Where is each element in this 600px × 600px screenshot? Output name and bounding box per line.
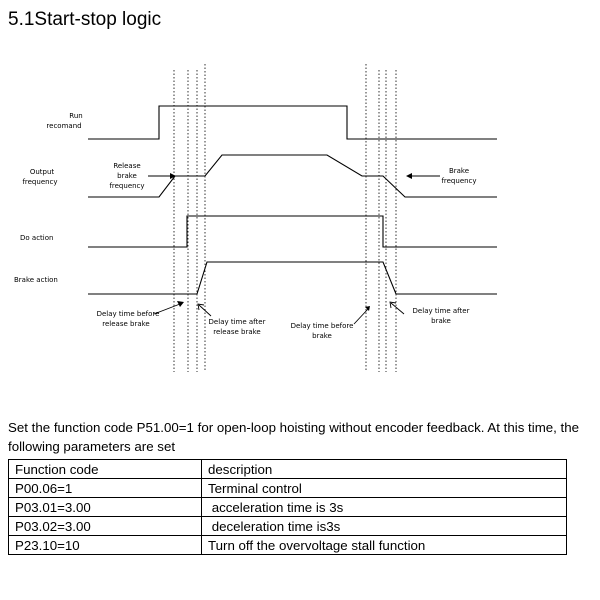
function-code-cell: P23.10=10 [8, 535, 202, 555]
delay-after-release-label: Delay time after [209, 318, 266, 326]
intro-paragraph: Set the function code P51.00=1 for open-… [8, 420, 580, 454]
function-code-cell: P03.01=3.00 [8, 497, 202, 517]
parameter-table: Function code description P00.06=1 Termi… [8, 459, 567, 555]
delay-after-brake-arrow [389, 301, 405, 315]
delay-before-release-arrow [153, 301, 184, 315]
release-brake-frequency-label: frequency [109, 182, 144, 190]
brake-action-signal [88, 261, 497, 295]
delay-after-brake-label: brake [431, 317, 451, 325]
table-row: P00.06=1 Terminal control [8, 478, 567, 498]
function-code-cell: P00.06=1 [8, 478, 202, 498]
delay-after-release-arrow [197, 303, 212, 317]
header-function-code: Function code [8, 459, 202, 479]
section-heading: 5.1Start-stop logic [8, 9, 162, 30]
description-cell: Terminal control [201, 478, 567, 498]
brake-frequency-arrow [406, 173, 440, 179]
table-row: P03.02=3.00 deceleration time is3s [8, 516, 567, 536]
delay-after-brake-label: Delay time after [413, 307, 470, 315]
brake-frequency-label: Brake [449, 167, 469, 175]
delay-before-brake-label: brake [312, 332, 332, 340]
delay-before-brake-label: Delay time before [291, 322, 354, 330]
table-row: P23.10=10 Turn off the overvoltage stall… [8, 535, 567, 555]
delay-after-release-label: release brake [213, 328, 260, 336]
release-brake-frequency-arrow [148, 173, 176, 179]
do-action-label: Do action [20, 234, 53, 242]
description-cell: deceleration time is3s [201, 516, 567, 536]
delay-before-release-label: Delay time before [97, 310, 160, 318]
description-cell: Turn off the overvoltage stall function [201, 535, 567, 555]
description-cell: acceleration time is 3s [201, 497, 567, 517]
brake-frequency-label: frequency [441, 177, 476, 185]
header-description: description [201, 459, 567, 479]
delay-before-release-label: release brake [102, 320, 149, 328]
run-label: recomand [46, 122, 81, 130]
release-brake-frequency-label: brake [117, 172, 137, 180]
release-brake-frequency-label: Release [113, 162, 140, 170]
do-action-signal [88, 215, 497, 248]
run-label: Run [69, 112, 82, 120]
brake-action-label: Brake action [14, 276, 58, 284]
function-code-cell: P03.02=3.00 [8, 516, 202, 536]
output-frequency-signal [88, 154, 497, 198]
table-row: P03.01=3.00 acceleration time is 3s [8, 497, 567, 517]
output-frequency-label: frequency [22, 178, 57, 186]
table-header-row: Function code description [8, 459, 567, 479]
delay-before-brake-arrow [353, 306, 370, 325]
output-frequency-label: Output [30, 168, 55, 176]
start-stop-timing-diagram: Run recomand Output frequency Do action … [14, 64, 497, 372]
run-command-signal [88, 105, 497, 140]
